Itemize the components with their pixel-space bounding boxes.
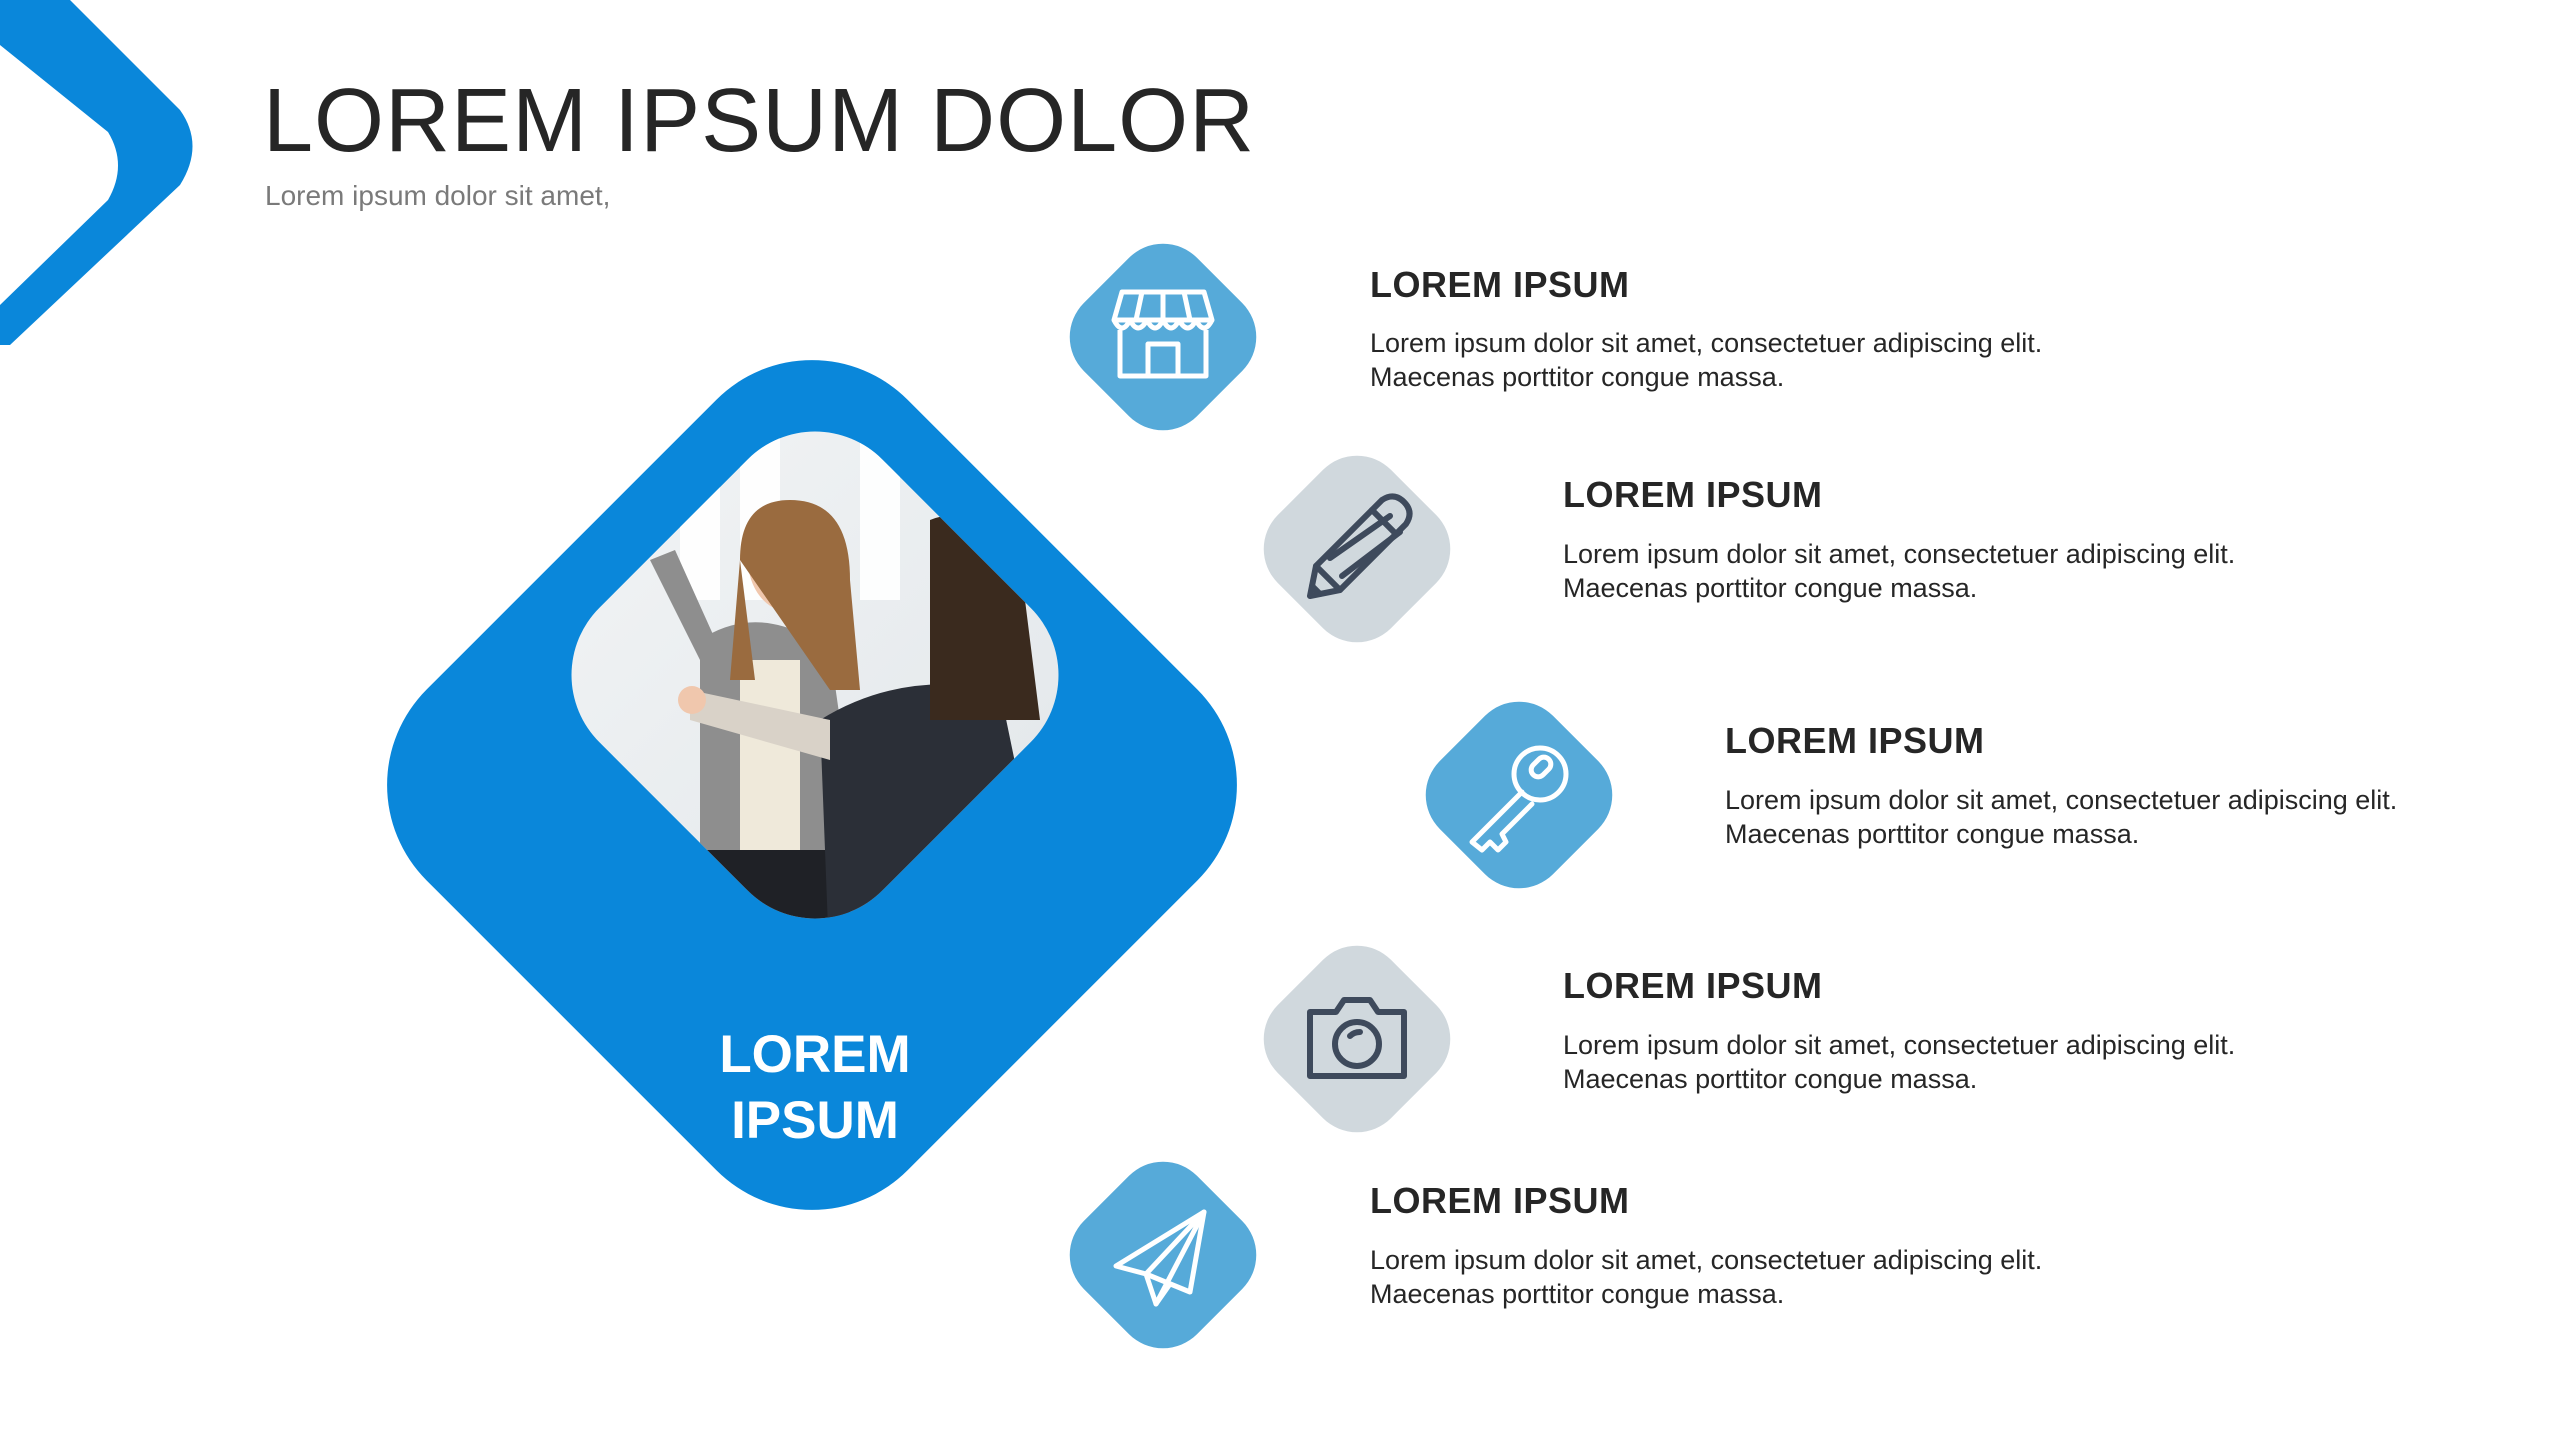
corner-chevron-decoration	[0, 0, 193, 345]
item-heading: LOREM IPSUM	[1725, 720, 1985, 761]
hero-label: LOREM IPSUM	[660, 1022, 970, 1154]
key-icon	[1469, 745, 1569, 853]
item-text: Lorem ipsum dolor sit amet, consectetuer…	[1370, 328, 2043, 392]
camera-tile	[1244, 926, 1470, 1152]
item-heading: LOREM IPSUM	[1563, 965, 1823, 1006]
item-text: Lorem ipsum dolor sit amet, consectetuer…	[1370, 1245, 2043, 1309]
store-tile	[1050, 224, 1276, 450]
item-heading: LOREM IPSUM	[1370, 264, 1630, 305]
hero-label-line1: LOREM	[719, 1025, 911, 1084]
pencil-tile	[1244, 436, 1470, 662]
page-subtitle: Lorem ipsum dolor sit amet,	[265, 180, 611, 211]
item-text: Lorem ipsum dolor sit amet, consectetuer…	[1563, 1030, 2236, 1094]
item-text: Lorem ipsum dolor sit amet, consectetuer…	[1563, 539, 2236, 603]
paper-plane-tile	[1050, 1142, 1276, 1368]
store-icon	[1111, 289, 1215, 379]
item-heading: LOREM IPSUM	[1563, 474, 1823, 515]
hero-photo	[532, 392, 1098, 958]
key-tile	[1406, 682, 1632, 908]
pencil-icon	[1307, 493, 1413, 599]
paper-plane-icon	[1113, 1209, 1207, 1307]
camera-icon	[1307, 997, 1407, 1079]
hero-label-line2: IPSUM	[731, 1091, 899, 1150]
item-text: Lorem ipsum dolor sit amet, consectetuer…	[1725, 785, 2398, 849]
page-title: LOREM IPSUM DOLOR	[263, 71, 1256, 171]
item-heading: LOREM IPSUM	[1370, 1180, 1630, 1221]
